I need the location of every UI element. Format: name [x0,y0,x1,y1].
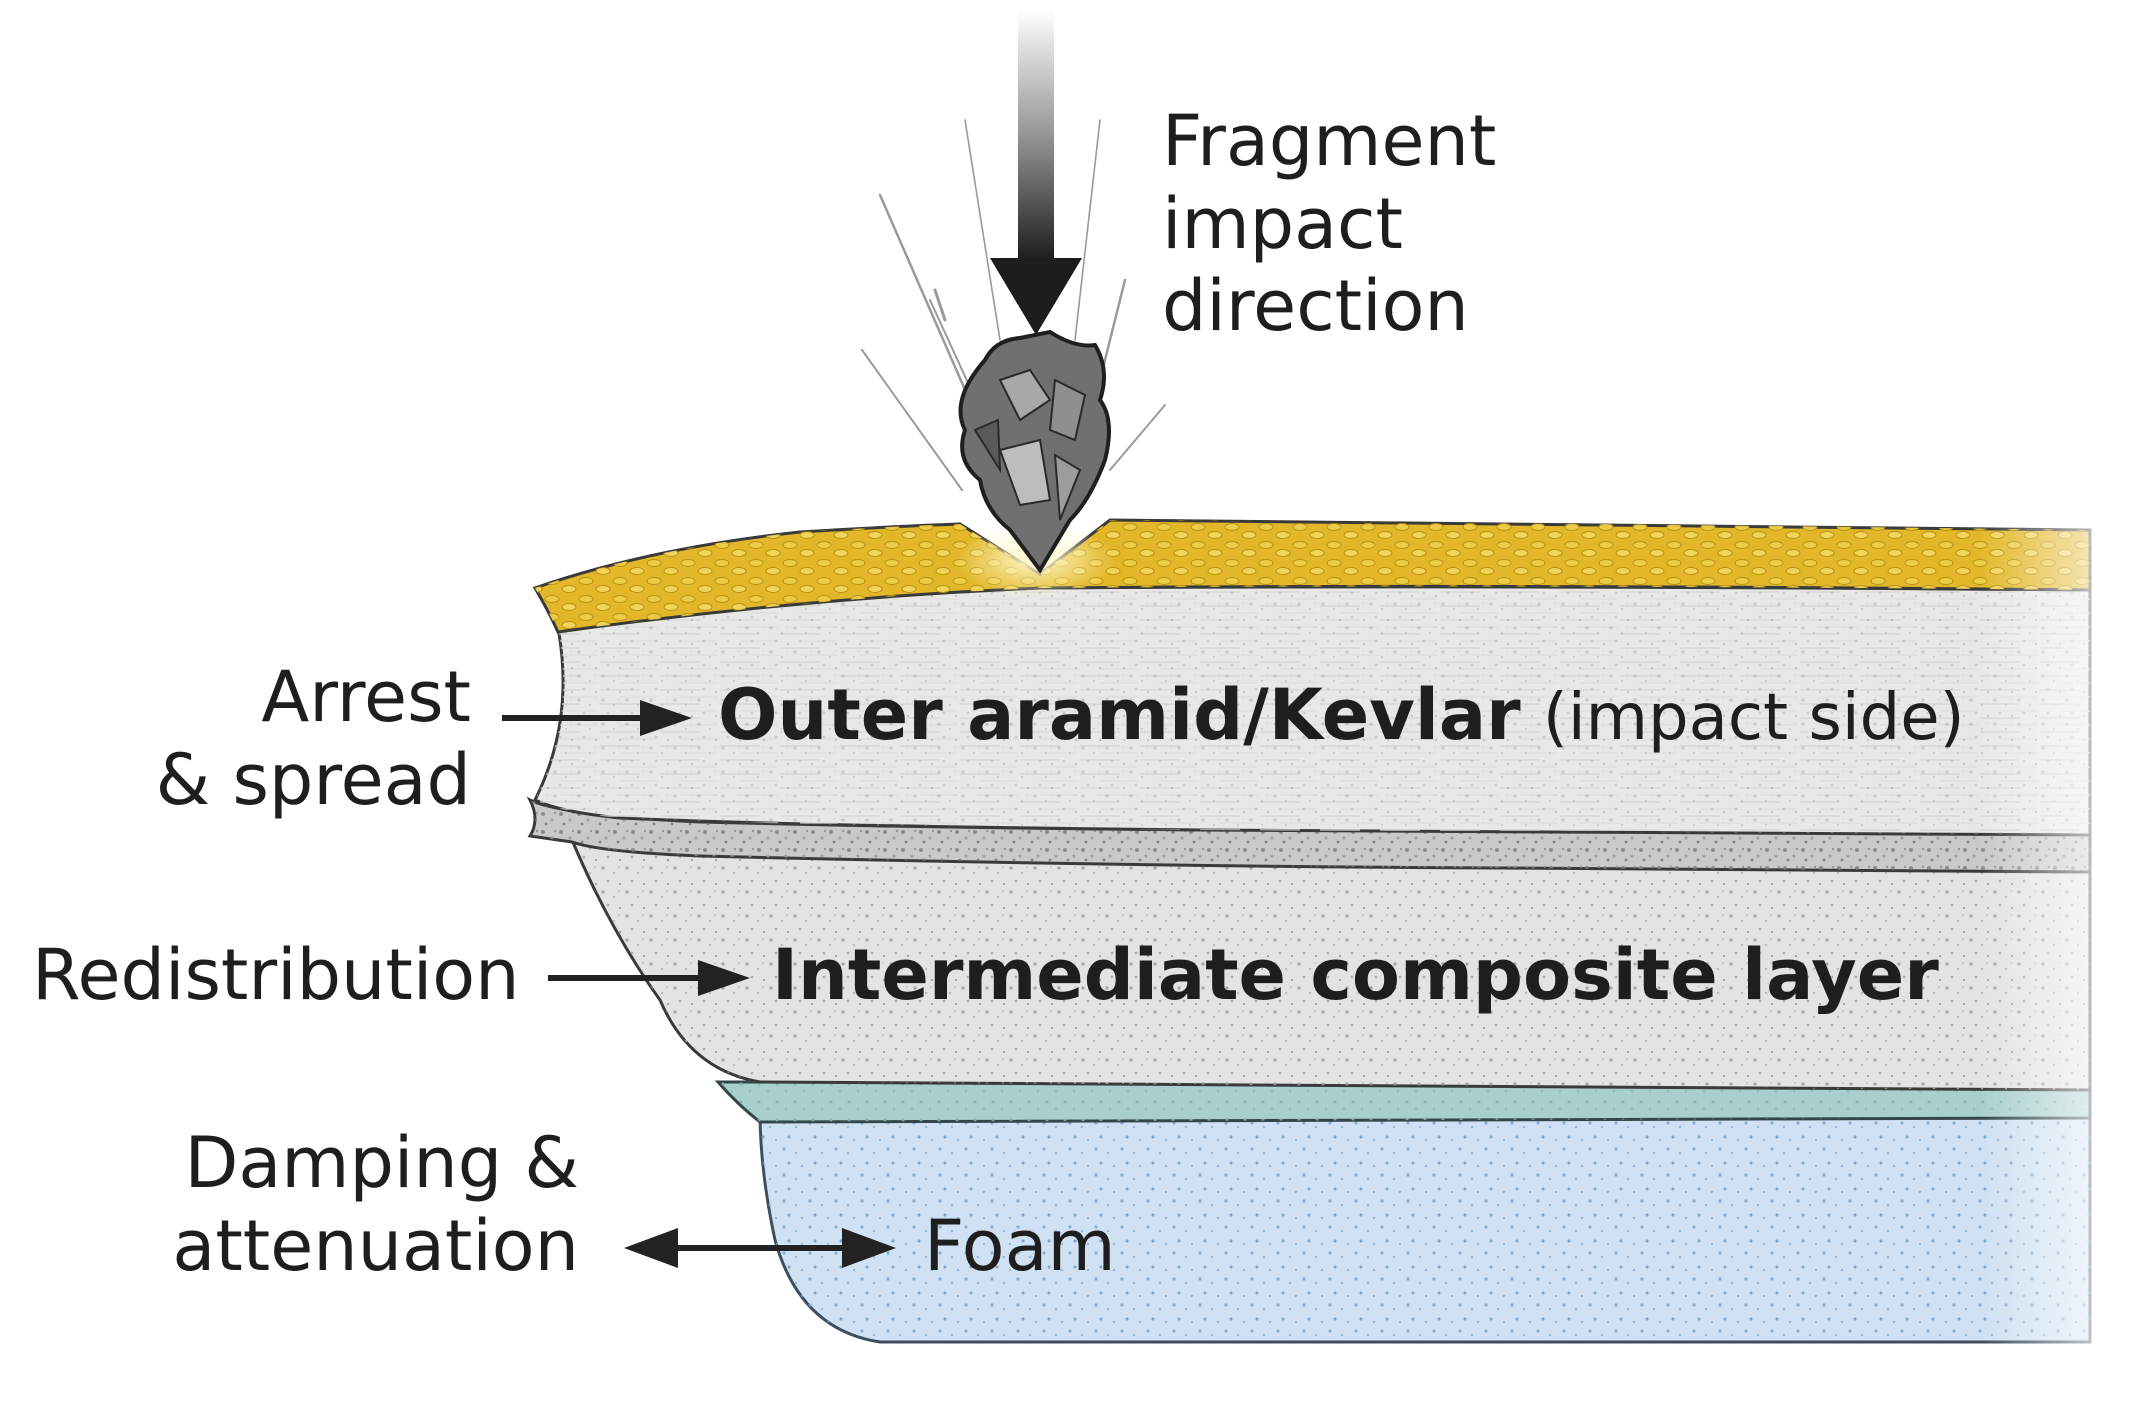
arrest-arrow [502,700,692,736]
outer-layer-note: (impact side) [1542,681,1965,755]
impact-direction-arrow [990,10,1082,335]
damping-label-line-1: Damping & [184,1122,579,1204]
outer-aramid-layer [532,585,2092,837]
impact-label-line-2: impact [1162,182,1403,265]
damping-attenuation-label: Damping & attenuation [172,1122,579,1287]
redistribution-arrow [548,960,750,996]
damping-double-arrow [624,1228,896,1268]
foam-layer [758,1110,2092,1344]
intermediate-composite-layer [569,838,2092,1092]
redistribution-label: Redistribution [32,934,520,1016]
impact-label-line-1: Fragment [1162,100,1497,182]
fragment-icon [958,329,1111,574]
damping-label-line-2: attenuation [172,1204,579,1287]
outer-layer-label: Outer aramid/Kevlar (impact side) [718,674,1965,757]
outer-layer-name: Outer aramid/Kevlar [718,674,1521,756]
impact-label-line-3: direction [1162,265,1469,348]
yellow-fabric-layer [532,518,2092,634]
arrest-label-line-1: Arrest [261,656,471,738]
arrest-label-line-2: & spread [155,738,471,821]
foam-layer-label: Foam [924,1205,1116,1287]
impact-direction-label: Fragment impact direction [1162,100,1496,348]
arrest-spread-label: Arrest & spread [156,656,471,821]
intermediate-layer-label: Intermediate composite layer [772,934,1939,1016]
teal-band-layer [714,1080,2092,1124]
